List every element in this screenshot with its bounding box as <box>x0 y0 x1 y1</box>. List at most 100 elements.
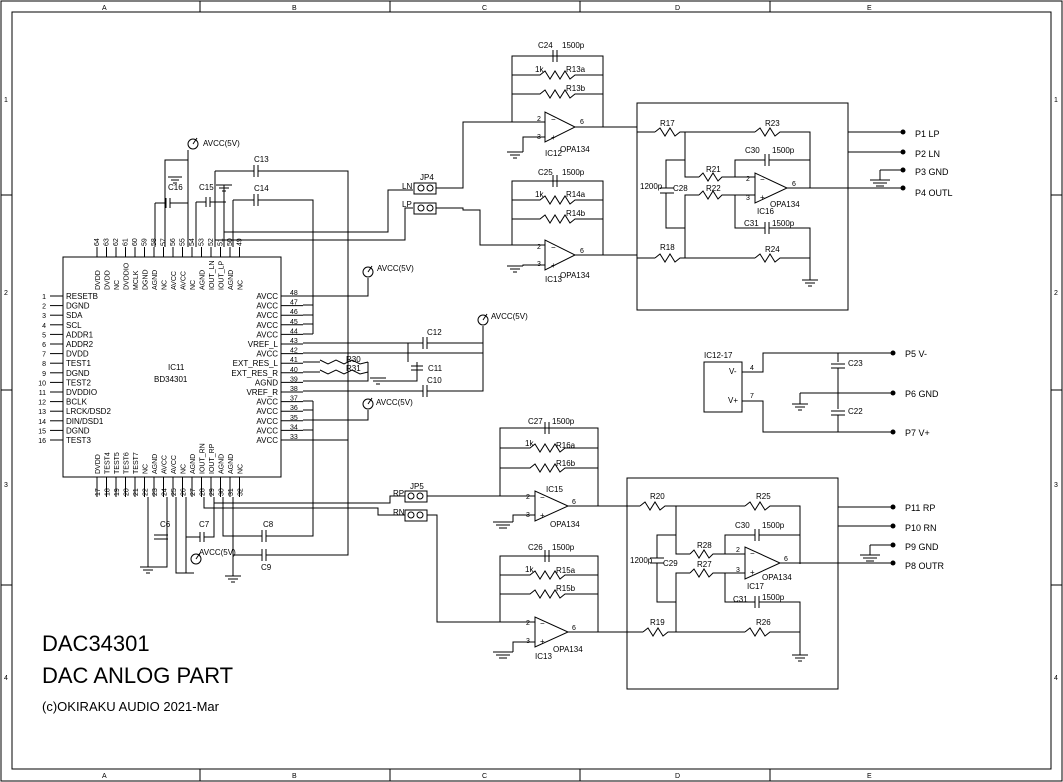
ic11-pin-name: AVCC <box>256 407 278 416</box>
svg-text:−: − <box>540 619 545 628</box>
ic11-pin-number: 42 <box>290 348 298 355</box>
cap-label: C10 <box>427 376 442 385</box>
cap-label: C28 <box>673 184 688 193</box>
res-label: R15b <box>556 584 576 593</box>
row-label: 3 <box>4 482 8 489</box>
ic11-pin-name: DGND <box>143 269 150 290</box>
jumper-label: RN <box>393 508 405 517</box>
ic11-pin-name: AGND <box>228 454 235 474</box>
ic11-pin-number: 14 <box>38 419 46 426</box>
col-label: A <box>102 5 107 12</box>
schematic-subtitle: DAC ANLOG PART <box>42 663 233 688</box>
opamp-part: OPA134 <box>553 645 583 654</box>
cap-label: C31 <box>744 219 759 228</box>
port-dot <box>900 167 906 173</box>
pin-num: 2 <box>736 547 740 554</box>
ic11-pin-name: AGND <box>152 454 159 474</box>
ic12-stage: −+ 2 3 6 IC12 OPA134 C24 1500p 1k R13a R… <box>507 41 604 159</box>
ic11-pin-number: 9 <box>42 371 46 378</box>
col-label: B <box>292 5 297 12</box>
ic11-pin-name: DVDD <box>95 270 102 290</box>
ic11-pin-number: 52 <box>208 238 215 246</box>
ic11-pin-number: 16 <box>38 438 46 445</box>
right-output-ports: P11 RP P10 RN P9 GND P8 OUTR <box>837 478 945 689</box>
jumper-ref: JP4 <box>420 173 434 182</box>
res-label: R19 <box>650 618 665 627</box>
ic11-pin-number: 2 <box>42 304 46 311</box>
ic11-pin-number: 60 <box>132 238 139 246</box>
cap-value: 1500p <box>762 521 785 530</box>
ic11-pin-number: 62 <box>113 238 120 246</box>
res-label: R18 <box>660 243 675 252</box>
ic11-pin-name: SCL <box>66 321 82 330</box>
row-label: 4 <box>1054 675 1058 682</box>
ic11-pin-name: NC <box>114 280 121 290</box>
res-label: R21 <box>706 165 721 174</box>
svg-text:+: + <box>540 637 545 646</box>
cap-value: 1500p <box>762 593 785 602</box>
ic11-pin-name: AVCC <box>181 271 188 290</box>
power-ic-ref: IC12-17 <box>704 351 733 360</box>
ic13-stage: −+ 2 3 6 IC13 OPA134 C26 1500p 1k R15a R… <box>493 543 599 661</box>
ic11-pin-number: 34 <box>290 424 298 431</box>
ic11-pin-name: NC <box>238 280 245 290</box>
ic11-pin-number: 3 <box>42 313 46 320</box>
cap-label: C26 <box>528 543 543 552</box>
pin-num: 6 <box>580 248 584 255</box>
col-label: C <box>482 773 487 780</box>
res-label: R14a <box>566 190 586 199</box>
svg-text:−: − <box>750 549 755 558</box>
ic11-pin-number: 21 <box>133 488 140 496</box>
res-value: 1k <box>525 565 534 574</box>
svg-text:−: − <box>551 243 556 252</box>
res-value: 1k <box>525 439 534 448</box>
port-p5: P5 V- <box>905 349 927 359</box>
pin-num: 7 <box>750 393 754 400</box>
cap-label: C24 <box>538 41 553 50</box>
title-block: DAC34301 DAC ANLOG PART (c)OKIRAKU AUDIO… <box>42 631 233 714</box>
ic11-ref: IC11 <box>168 363 185 372</box>
ic11-pin-number: 50 <box>227 238 234 246</box>
res-label: R28 <box>697 541 712 550</box>
ic11-pin-name: AVCC <box>256 426 278 435</box>
port-p1: P1 LP <box>915 129 940 139</box>
res-label: R13b <box>566 84 586 93</box>
ic11-pin-name: TEST3 <box>66 436 91 445</box>
pin-num: 2 <box>526 494 530 501</box>
ic11-pin-name: DGND <box>66 302 90 311</box>
ic11-pin-name: DGND <box>66 426 90 435</box>
ic11-pin-number: 51 <box>218 238 225 246</box>
port-p10: P10 RN <box>905 523 937 533</box>
res-label: R20 <box>650 492 665 501</box>
row-label: 2 <box>1054 290 1058 297</box>
ic11-bottom-decoupling: C6 C7 AVCC(5V) C8 C9 <box>140 440 405 583</box>
cap-label: C9 <box>261 563 272 572</box>
ic11-pin-number: 54 <box>189 238 196 246</box>
ic11-pin-name: AVCC <box>256 350 278 359</box>
ic11-pin-number: 38 <box>290 386 298 393</box>
cap-label: C6 <box>160 520 171 529</box>
cap-label: C30 <box>735 521 750 530</box>
col-label: B <box>292 773 297 780</box>
ic11-pin-number: 15 <box>38 428 46 435</box>
ic11-pin-number: 37 <box>290 396 298 403</box>
ic11-pin-number: 13 <box>38 409 46 416</box>
res-label: R30 <box>346 355 361 364</box>
ic11-pin-number: 4 <box>42 323 46 330</box>
cap-value: 1200p <box>640 182 663 191</box>
frame-col-labels: A B C D E A B C D E <box>102 5 872 780</box>
svg-text:+: + <box>551 133 556 142</box>
ic11-pin-number: 31 <box>228 488 235 496</box>
jp4: JP4 LN LP <box>402 121 535 246</box>
col-label: D <box>675 773 680 780</box>
row-label: 4 <box>4 675 8 682</box>
port-p3: P3 GND <box>915 167 949 177</box>
ic11-pin-name: TEST2 <box>66 378 91 387</box>
ic11-pin-number: 19 <box>114 488 121 496</box>
cap-label: C14 <box>254 184 269 193</box>
opamp-part: OPA134 <box>560 145 590 154</box>
port-dot <box>890 523 896 529</box>
ic11-pin-name: AGND <box>152 270 159 290</box>
ic11-pin-name: IOUT_LN <box>209 260 216 290</box>
pin-num: 6 <box>572 625 576 632</box>
